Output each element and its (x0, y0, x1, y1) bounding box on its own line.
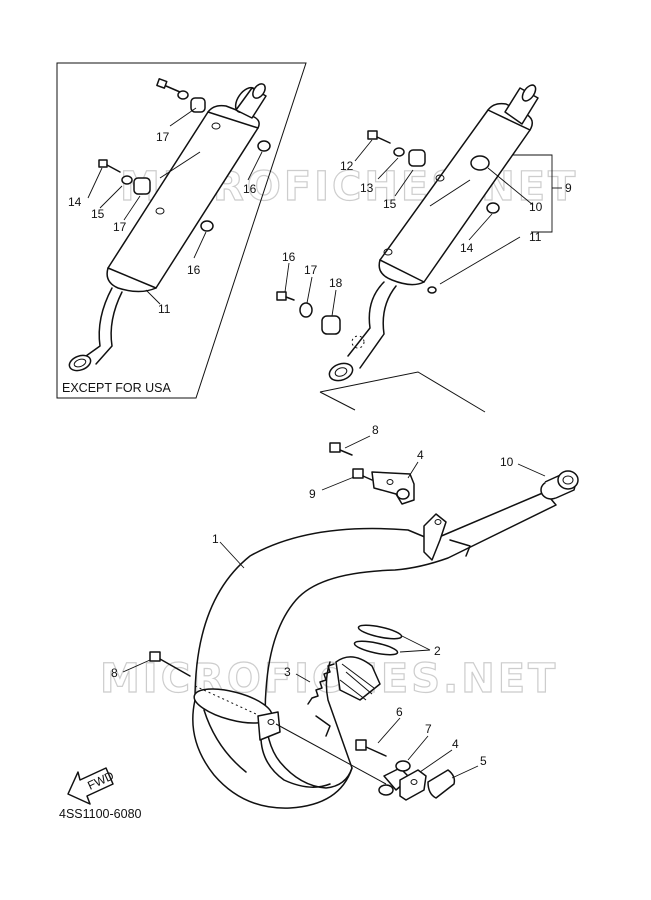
joint-sleeve (517, 463, 579, 500)
callout-1: 1 (212, 532, 219, 546)
callout-10: 10 (500, 455, 514, 469)
callout-2: 2 (434, 644, 441, 658)
upper-muffler-assembly: 12 13 15 14 9 10 11 16 17 18 (276, 84, 572, 413)
callout-11: 9 (565, 181, 572, 195)
exhaust-pipe (192, 491, 557, 809)
callout-16: 14 (460, 241, 474, 255)
callout-inset-15: 15 (91, 207, 105, 221)
callout-17: 15 (383, 197, 397, 211)
callout-inset-16b: 16 (187, 263, 201, 277)
fwd-arrow-icon: FWD (67, 767, 116, 805)
callout-12: 10 (529, 200, 543, 214)
callout-6: 6 (396, 705, 403, 719)
callout-inset-11: 11 (158, 302, 171, 316)
drawing-code: 4SS1100-6080 (59, 807, 142, 821)
callout-7: 7 (425, 722, 432, 736)
callout-inset-14: 14 (68, 195, 82, 209)
bolt-8-lower (122, 651, 191, 677)
inset-label: EXCEPT FOR USA (62, 381, 171, 395)
callout-5: 5 (480, 754, 487, 768)
callout-inset-16a: 16 (243, 182, 257, 196)
callout-15: 13 (360, 181, 374, 195)
callout-inset-17a: 17 (156, 130, 170, 144)
bracket-4-upper (321, 435, 419, 505)
callout-4-upper: 4 (417, 448, 424, 462)
inset-bolt-mid (98, 159, 214, 232)
callout-4-lower: 4 (452, 737, 459, 751)
callout-inset-17b: 17 (113, 220, 127, 234)
callout-8-upper: 8 (372, 423, 379, 437)
lower-hardware (355, 717, 479, 801)
inset-muffler (68, 83, 267, 372)
gaskets (353, 624, 431, 656)
callout-8-lower: 8 (111, 666, 118, 680)
inset-box: EXCEPT FOR USA (56, 62, 307, 399)
callout-14: 12 (340, 159, 354, 173)
callout-13: 11 (529, 230, 542, 244)
callout-20: 18 (329, 276, 343, 290)
spring (295, 663, 335, 705)
callout-18: 16 (282, 250, 296, 264)
callout-9: 9 (309, 487, 316, 501)
callout-3: 3 (284, 665, 291, 679)
inset-frame (56, 62, 307, 399)
callout-19: 17 (304, 263, 318, 277)
